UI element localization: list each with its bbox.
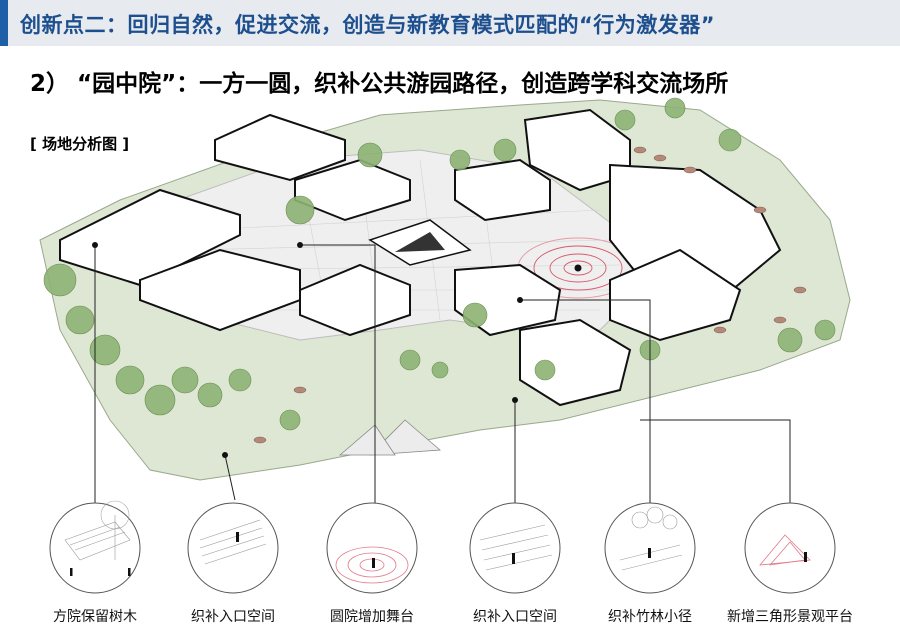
building-courtyard-center <box>299 263 411 337</box>
detail-circle-4 <box>469 502 561 594</box>
leader-3 <box>300 244 376 515</box>
detail-circle-6 <box>744 502 836 594</box>
callout-anchor-dots <box>92 242 582 458</box>
building-southeast <box>609 248 742 342</box>
callout-label-3: 圆院增加舞台 <box>330 609 414 625</box>
shrubs <box>253 146 807 444</box>
detail-circle-3 <box>326 502 418 594</box>
building-blocks <box>59 108 782 407</box>
tree-canopies <box>43 97 836 431</box>
building-west-upper <box>59 188 241 287</box>
building-south <box>519 318 632 407</box>
people-figures <box>70 532 807 576</box>
leader-5 <box>520 299 651 505</box>
callout-leader-lines <box>94 244 791 515</box>
detail-2-content <box>199 519 267 565</box>
callout-label-4: 织补入口空间 <box>473 609 557 625</box>
callout-label-2: 织补入口空间 <box>191 609 275 625</box>
header-bar: 创新点二：回归自然，促进交流，创造与新教育模式匹配的“行为激发器” <box>0 0 900 46</box>
section-title: 2） “园中院”：一方一圆，织补公共游园路径，创造跨学科交流场所 <box>30 71 729 97</box>
callout-label-5: 织补竹林小径 <box>608 609 692 625</box>
callout-label-6: 新增三角形景观平台 <box>727 609 853 625</box>
triangular-terraces <box>338 419 441 456</box>
callout-detail-circles <box>49 502 836 594</box>
callout-label-1: 方院保留树木 <box>53 609 137 625</box>
detail-circle-1 <box>49 502 141 594</box>
header-accent-stripe <box>0 0 8 46</box>
detail-6-content <box>759 534 811 566</box>
detail-4-content <box>479 524 553 571</box>
building-north-center <box>454 158 551 222</box>
leader-2 <box>224 454 236 501</box>
pavilion-roof <box>395 232 445 252</box>
detail-circle-2 <box>187 502 279 594</box>
page-title: 创新点二：回归自然，促进交流，创造与新教育模式匹配的“行为激发器” <box>20 13 716 37</box>
detail-1-content <box>64 500 131 561</box>
site-analysis-label: [ 场地分析图 ] <box>30 135 130 153</box>
leader-6 <box>640 419 791 505</box>
building-northwest <box>214 113 346 182</box>
